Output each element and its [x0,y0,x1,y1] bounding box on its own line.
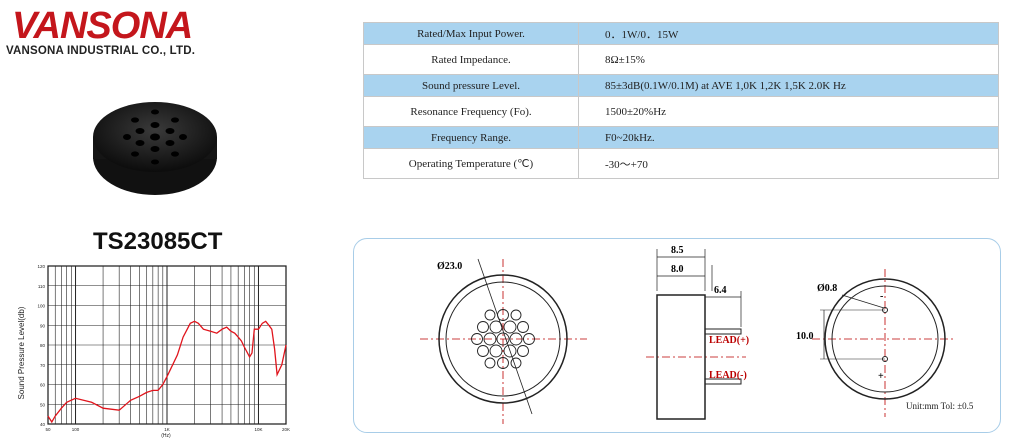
spec-row: Frequency Range.F0~20kHz. [363,126,999,149]
spec-row: Rated/Max Input Power.0．1W/0．15W [363,22,999,45]
spec-row: Operating Temperature (℃)-30～+70 [363,148,999,179]
spec-row: Sound pressure Level.85±3dB(0.1W/0.1M) a… [363,74,999,97]
units-note: Unit:mm Tol: ±0.5 [906,401,974,411]
y-tick-label: 90 [40,323,46,328]
drawing-svg: Ø23.0 8.5 8.0 6.4 LEAD(+) LEAD(-) [420,245,974,424]
spec-row: Resonance Frequency (Fo).1500±20%Hz [363,96,999,127]
spec-param: Sound pressure Level. [363,74,579,97]
x-axis-label: (Hz) [161,433,171,439]
y-tick-label: 50 [40,402,46,407]
depth-body-label: 8.0 [671,264,684,275]
y-tick-label: 40 [40,422,46,427]
spec-param: Rated/Max Input Power. [363,22,579,45]
terminal-spacing-label: 10.0 [796,331,814,342]
x-tick-label: 1K [164,427,170,432]
minus-mark: - [880,291,883,302]
y-axis-label: Sound Pressure Level(db) [17,306,26,399]
model-number: TS23085CT [93,228,223,255]
y-tick-label: 80 [40,343,46,348]
mechanical-drawing: Ø23.0 8.5 8.0 6.4 LEAD(+) LEAD(-) [353,238,1001,433]
frequency-response-line [47,320,287,424]
spec-value: F0~20kHz. [578,126,999,149]
back-view: Ø0.8 10.0 - + Unit:mm Tol: ±0.5 [796,269,974,417]
spec-value: 0．1W/0．15W [578,22,999,45]
y-tick-labels: 120 110 100 90 80 70 60 50 40 [37,264,45,427]
brand-logo: VANSONA [12,5,193,47]
x-tick-label: 10K [254,427,262,432]
spec-row: Rated Impedance.8Ω±15% [363,44,999,75]
x-tick-label: 100 [72,427,80,432]
spec-param: Operating Temperature (℃) [363,148,579,179]
y-tick-label: 60 [40,383,46,388]
speaker-photo [93,102,217,195]
front-view: Ø23.0 [420,258,587,424]
lead-positive-label: LEAD(+) [709,335,749,346]
company-name: VANSONA INDUSTRIAL CO., LTD. [6,45,196,57]
x-tick-label: 50 [45,427,51,432]
y-tick-label: 110 [38,284,46,289]
front-diameter-label: Ø23.0 [437,261,462,272]
lead-negative-label: LEAD(-) [709,370,747,381]
spec-param: Resonance Frequency (Fo). [363,96,579,127]
x-tick-labels: 50 100 1K 10K 20K [45,427,290,432]
y-tick-label: 120 [37,264,45,269]
spec-param: Rated Impedance. [363,44,579,75]
spec-value: 1500±20%Hz [578,96,999,127]
spec-value: 8Ω±15% [578,44,999,75]
y-tick-label: 100 [37,304,45,309]
side-view: 8.5 8.0 6.4 LEAD(+) LEAD(-) [646,245,749,420]
spec-value: -30～+70 [578,148,999,179]
terminal-diameter-label: Ø0.8 [817,283,837,294]
depth-total-label: 8.5 [671,245,684,256]
x-tick-label: 20K [282,427,290,432]
lead-length-label: 6.4 [714,285,727,296]
y-tick-label: 70 [40,363,46,368]
plus-mark: + [878,371,884,382]
spec-value: 85±3dB(0.1W/0.1M) at AVE 1,0K 1,2K 1,5K … [578,74,999,97]
spec-param: Frequency Range. [363,126,579,149]
chart-grid [47,265,287,425]
